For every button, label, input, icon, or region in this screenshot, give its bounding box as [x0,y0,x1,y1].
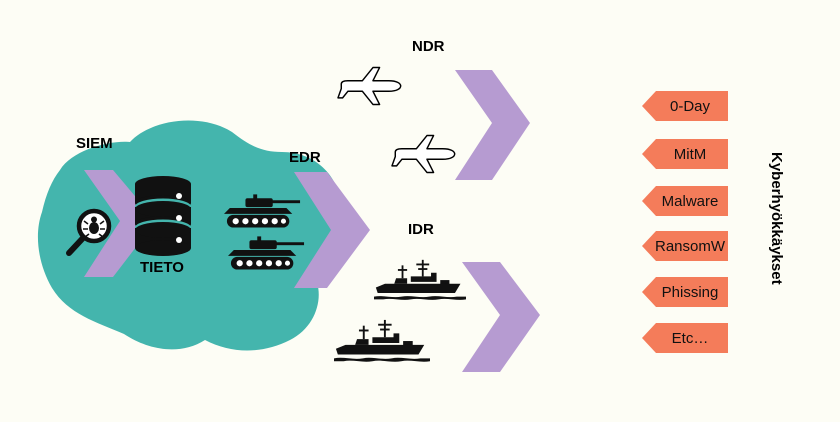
idr-label: IDR [408,221,434,238]
attack-tag: Phissing [642,277,728,307]
airplane-icon [391,134,456,174]
edr-label: EDR [289,149,321,166]
attack-tag: MitM [642,139,728,169]
siem-label: SIEM [76,135,113,152]
ndr-chevron [455,70,530,180]
attack-tag: Malware [642,186,728,216]
attack-tag: Etc… [642,323,728,353]
warship-icon [334,319,430,362]
airplane-icon [337,66,402,106]
tieto-label: TIETO [140,259,184,276]
attack-tag: 0-Day [642,91,728,121]
attack-tag: RansomW [642,231,728,261]
database-icon [135,176,191,256]
idr-chevron [462,262,540,372]
siem-chevron [84,170,156,277]
cyberattacks-title: Kyberhyökkäykset [768,152,785,285]
magnifier-bug-icon [66,208,112,256]
ndr-label: NDR [412,38,445,55]
warship-icon [374,259,466,300]
edr-chevron [294,172,370,288]
